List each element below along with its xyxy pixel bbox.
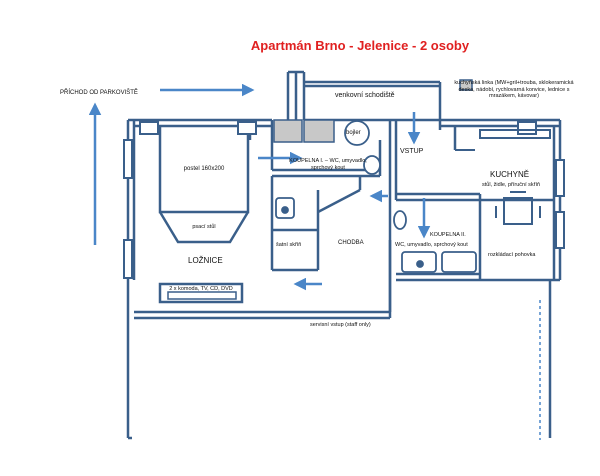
toilet-icon bbox=[363, 155, 381, 175]
label-bedroom: LOŽNICE bbox=[188, 256, 223, 265]
approach-arrows bbox=[88, 83, 255, 245]
label-wardrobe: šatní skříň bbox=[276, 242, 302, 248]
label-service: servisní vstup (staff only) bbox=[310, 322, 371, 328]
kitchen-table-icon bbox=[495, 191, 541, 225]
label-kitchen-furniture: stůl, židle, příruční skříň bbox=[482, 182, 541, 188]
label-dresser: 2 x komoda, TV, CD, DVD bbox=[169, 286, 233, 292]
label-corridor: CHODBA bbox=[338, 240, 364, 246]
label-kitchen-line: kuchyňská linka (MW+gril+trouba, skloker… bbox=[454, 80, 574, 100]
interior-arrows bbox=[258, 112, 431, 291]
label-desk: psací stůl bbox=[192, 224, 216, 230]
kitchen-counter bbox=[455, 129, 551, 151]
label-entrance: VSTUP bbox=[400, 148, 424, 155]
label-bathroom2: KOUPELNA II. bbox=[430, 232, 466, 238]
label-stairs: venkovní schodiště bbox=[335, 92, 395, 99]
bathroom-fixtures bbox=[275, 120, 477, 273]
label-bathroom2-detail: WC, umyvadlo, sprchový kout bbox=[395, 242, 468, 248]
label-sofa: rozkládací pohovka bbox=[488, 252, 536, 258]
label-boiler: bojler bbox=[346, 130, 361, 136]
label-parking: PŘÍCHOD OD PARKOVIŠTĚ bbox=[60, 90, 138, 96]
page-title: Apartmán Brno - Jelenice - 2 osoby bbox=[250, 38, 470, 53]
boiler-icon bbox=[344, 120, 370, 146]
fixtures bbox=[273, 79, 473, 143]
label-kitchen: KUCHYNĚ bbox=[490, 170, 530, 179]
label-bed: postel 160x200 bbox=[183, 166, 225, 172]
label-bathroom1: KOUPELNA I. – WC, umyvadlo, sprchový kou… bbox=[289, 158, 367, 171]
